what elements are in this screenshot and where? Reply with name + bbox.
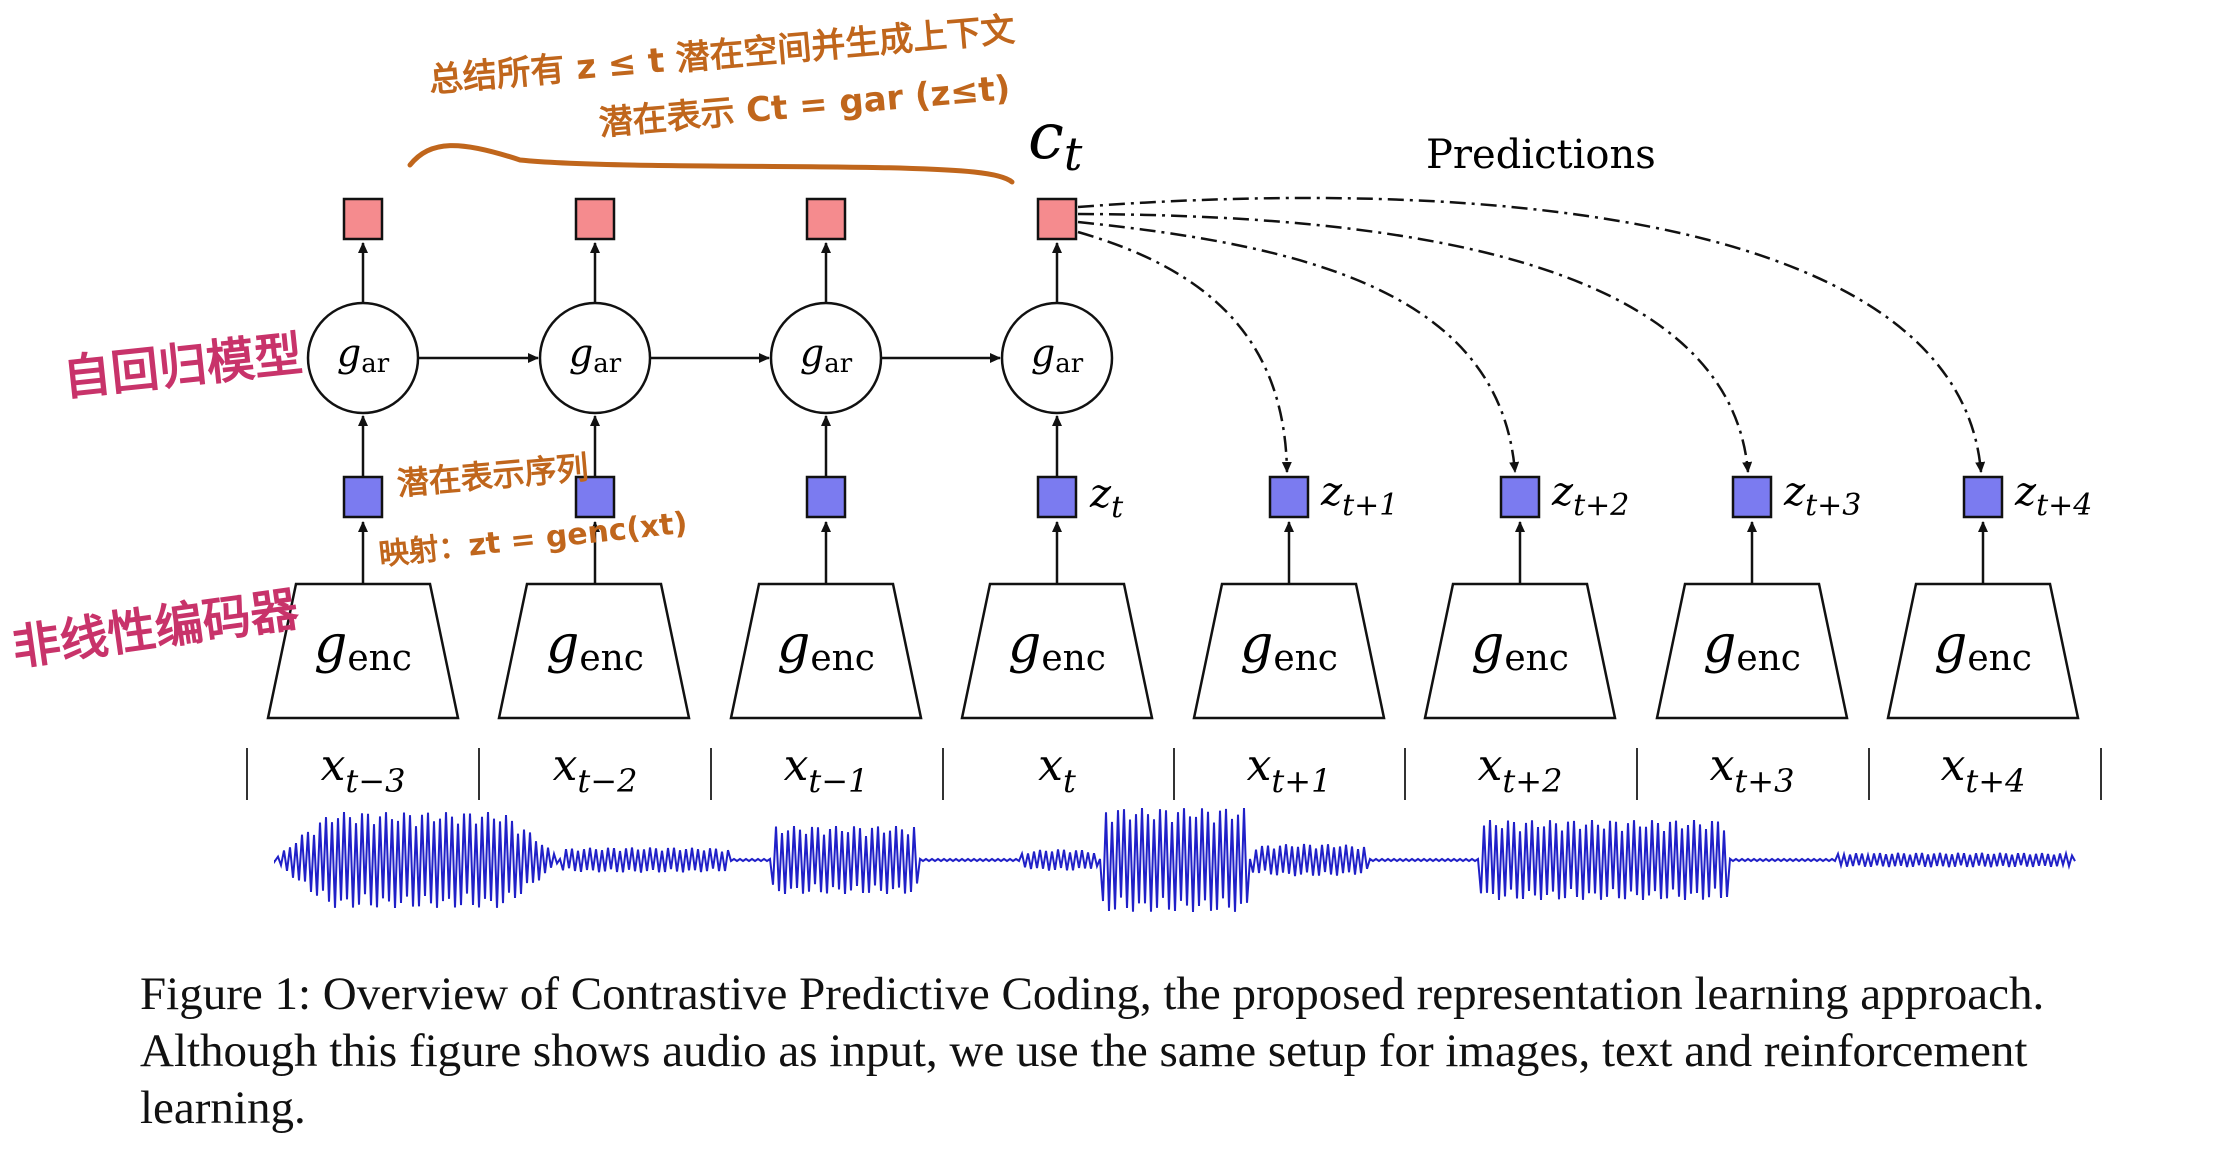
context-c [574, 197, 616, 241]
handwritten-brace [407, 143, 1015, 185]
latent-z [1499, 475, 1541, 519]
encoder-block [1655, 582, 1849, 720]
x-label: xt+1 [1247, 740, 1332, 800]
prediction-arrow [1077, 220, 1520, 473]
context-c [805, 197, 847, 241]
x-label: xt−3 [321, 740, 406, 800]
encoder-label: genc [1934, 615, 2032, 679]
z-label: zt+2 [1551, 469, 1629, 523]
encoder-label: genc [1008, 615, 1106, 679]
encoder-block [266, 582, 460, 720]
context-c [342, 197, 384, 241]
encoder-label: genc [1240, 615, 1338, 679]
encoder-label: genc [314, 615, 412, 679]
encoder-block [1192, 582, 1386, 720]
annotation-encoder: 非线性编码器 [9, 581, 303, 677]
latent-z [1962, 475, 2004, 519]
encoder-label: genc [546, 615, 644, 679]
latent-z [342, 475, 384, 519]
z-label: zt+1 [1320, 469, 1398, 523]
encoder-label: genc [777, 615, 875, 679]
context-c [1036, 197, 1078, 241]
latent-z [1036, 475, 1078, 519]
caption-line: Although this figure shows audio as inpu… [140, 1025, 2028, 1077]
predictions-label: Predictions [1426, 132, 1656, 178]
z-label: zt+3 [1783, 469, 1861, 523]
x-label: xt+4 [1941, 740, 2026, 800]
z-label: zt [1089, 471, 1124, 525]
gar-label: gar [1031, 331, 1084, 379]
encoder-block [1886, 582, 2080, 720]
x-label: xt+2 [1478, 740, 1563, 800]
encoder-label: genc [1703, 615, 1801, 679]
encoder-block [497, 582, 691, 720]
x-label: xt+3 [1710, 740, 1795, 800]
prediction-arrow [1077, 196, 1986, 473]
encoder-block [960, 582, 1154, 720]
context-label: ct [1028, 100, 1083, 181]
latent-z [805, 475, 847, 519]
annotation-ar-model: 自回归模型 [60, 326, 305, 407]
segment-separators [246, 748, 2102, 800]
x-label: xt−2 [553, 740, 638, 800]
annotation-mapping: 映射：zt = genc(xt) [377, 506, 689, 573]
figure-caption: Figure 1: Overview of Contrastive Predic… [140, 966, 2210, 1137]
x-label: xt [1038, 740, 1076, 800]
encoder-label: genc [1471, 615, 1569, 679]
prediction-arrow [1077, 230, 1292, 473]
encoder-block [729, 582, 923, 720]
z-label: zt+4 [2014, 469, 2092, 523]
latent-z [1268, 475, 1310, 519]
gar-label: gar [800, 331, 853, 379]
x-label: xt−1 [784, 740, 869, 800]
caption-line: learning. [140, 1082, 306, 1134]
gar-label: gar [569, 331, 622, 379]
annotation-latent-seq: 潜在表示序列 [395, 448, 590, 503]
gar-label: gar [337, 331, 390, 379]
encoder-block [1423, 582, 1617, 720]
caption-line: Figure 1: Overview of Contrastive Predic… [140, 968, 2045, 1020]
audio-waveform [274, 807, 2076, 913]
prediction-arrow [1077, 212, 1753, 473]
latent-z [1731, 475, 1773, 519]
